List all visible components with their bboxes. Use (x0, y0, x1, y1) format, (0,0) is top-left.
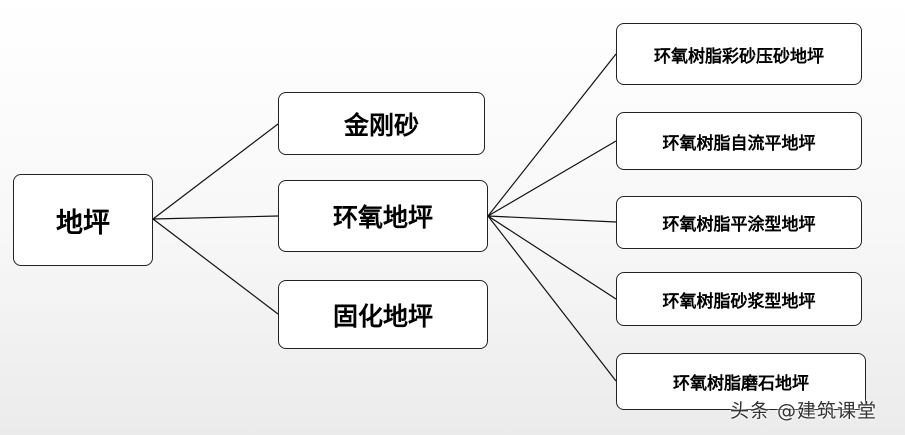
connector-epoxy-self-leveling (487, 140, 617, 217)
node-epoxy-floor: 环氧地坪 (278, 180, 488, 252)
node-epoxy-mortar: 环氧树脂砂浆型地坪 (616, 272, 862, 326)
node-label: 环氧树脂磨石地坪 (673, 374, 809, 394)
node-epoxy-flat-coating: 环氧树脂平涂型地坪 (616, 196, 862, 249)
node-root-floor: 地坪 (13, 174, 153, 266)
watermark: 头条 @建筑课堂 (730, 400, 878, 422)
node-label: 环氧地坪 (332, 203, 433, 232)
node-epoxy-color-sand: 环氧树脂彩砂压砂地坪 (616, 23, 862, 85)
node-hardened-floor: 固化地坪 (278, 280, 488, 349)
node-label: 环氧树脂自流平地坪 (662, 133, 816, 154)
node-label: 环氧树脂砂浆型地坪 (662, 291, 816, 312)
node-label: 金刚砂 (343, 110, 419, 140)
connector-epoxy-terrazzo (487, 215, 617, 382)
node-label: 环氧树脂平涂型地坪 (662, 215, 816, 235)
node-label: 地坪 (56, 207, 110, 239)
connector-root-hardened (152, 218, 279, 315)
connector-root-jingangsha (152, 123, 279, 220)
connector-epoxy-flat-coating (487, 215, 617, 223)
node-epoxy-self-leveling: 环氧树脂自流平地坪 (616, 112, 862, 170)
connector-epoxy-mortar (487, 215, 617, 300)
node-epoxy-terrazzo: 环氧树脂磨石地坪 (616, 353, 866, 410)
connector-root-epoxy (152, 215, 279, 220)
node-jingangsha: 金刚砂 (278, 92, 485, 155)
node-label: 环氧树脂彩砂压砂地坪 (654, 46, 824, 67)
connector-epoxy-color-sand (487, 53, 617, 217)
node-label: 固化地坪 (332, 301, 433, 331)
